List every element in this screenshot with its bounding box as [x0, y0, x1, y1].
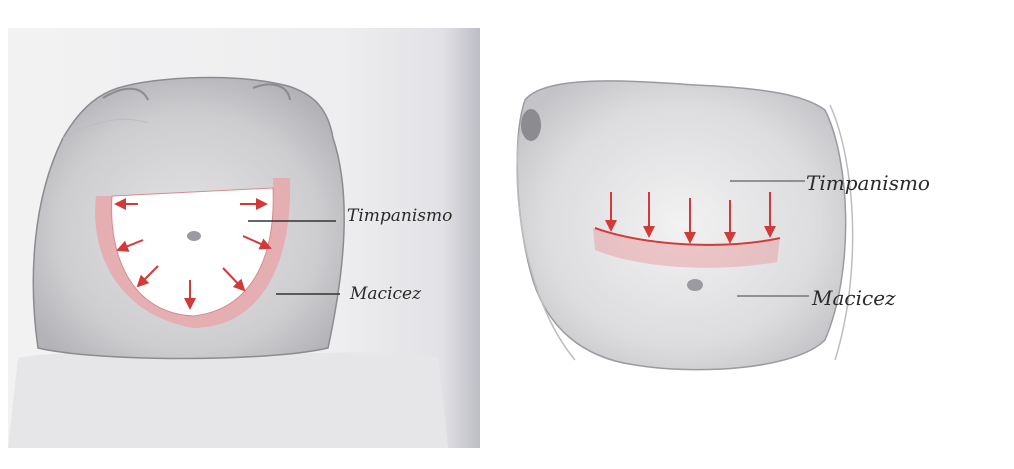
right-figure-panel: Timpanismo Macicez	[505, 40, 1005, 440]
left-figure-panel: Timpanismo Macicez	[8, 28, 480, 448]
umbilicus	[687, 279, 703, 291]
right-abdomen-illustration	[516, 80, 854, 371]
tympanism-dullness-border	[594, 227, 781, 246]
left-abdomen-illustration	[8, 76, 448, 448]
umbilicus	[187, 231, 201, 241]
left-dullness-label: Macicez	[350, 284, 422, 304]
right-tympanism-label: Timpanismo	[806, 171, 930, 195]
torso-outline	[516, 80, 847, 371]
left-tympanism-label: Timpanismo	[347, 206, 453, 226]
right-dullness-label: Macicez	[812, 286, 896, 310]
dullness-shading	[593, 228, 780, 268]
percussion-arrows	[114, 198, 272, 310]
drape	[8, 352, 448, 448]
percussion-arrows	[605, 192, 776, 244]
